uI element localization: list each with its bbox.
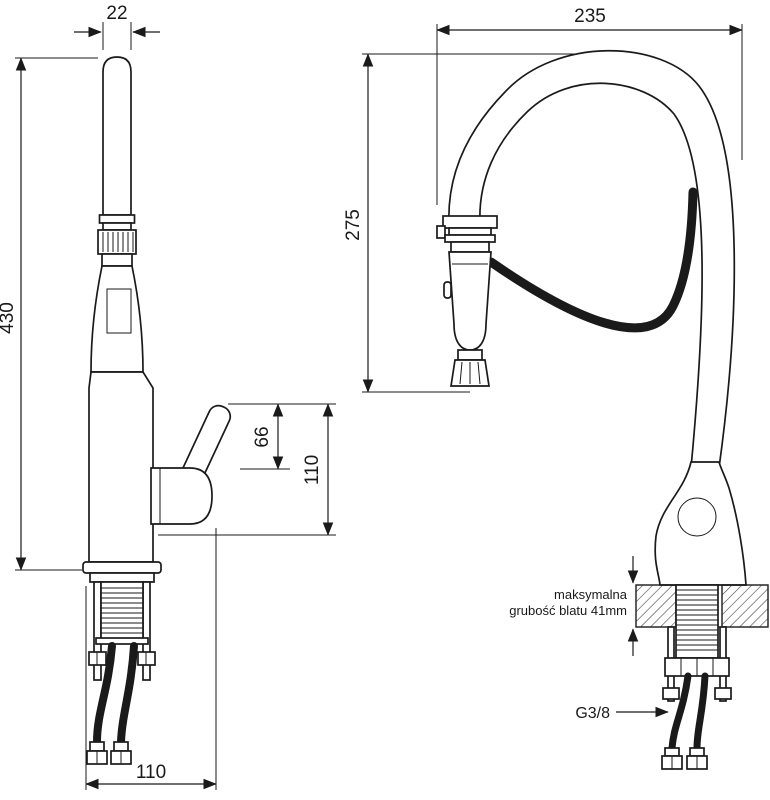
base-flange bbox=[82, 561, 162, 574]
body-window bbox=[106, 288, 132, 334]
upper-body bbox=[90, 265, 144, 373]
nozzle-neck bbox=[457, 349, 483, 361]
shank-threads-right bbox=[676, 589, 718, 651]
dim-label-110-handle: 110 bbox=[302, 455, 323, 485]
mounting-hardware-right bbox=[662, 626, 732, 702]
handle-joint bbox=[150, 467, 213, 525]
aerator-lines bbox=[459, 361, 481, 385]
spray-head-collar bbox=[436, 215, 498, 253]
dim-label-275: 275 bbox=[343, 209, 364, 241]
threaded-shank bbox=[100, 581, 144, 641]
pulldown-hose bbox=[486, 187, 698, 333]
supply-hose-right-view-1 bbox=[668, 672, 692, 752]
countertop-note-line1: maksymalna bbox=[554, 587, 628, 602]
washer-plate bbox=[95, 637, 149, 645]
supply-hose-right bbox=[117, 642, 138, 746]
spray-wand bbox=[102, 56, 132, 216]
spray-head bbox=[448, 251, 492, 351]
dim-label-66: 66 bbox=[252, 426, 273, 447]
dim-label-430: 430 bbox=[0, 302, 18, 334]
countertop-thickness-note: maksymalna grubość blatu 41mm bbox=[509, 556, 639, 656]
dimension-110-handle: 110 bbox=[158, 403, 336, 536]
dim-label-22: 22 bbox=[106, 3, 127, 24]
countertop-note-line2: grubość blatu 41mm bbox=[509, 603, 627, 618]
hose-fittings-right bbox=[661, 747, 708, 770]
dimension-110-base: 110 bbox=[85, 528, 217, 790]
faucet-curved-view bbox=[436, 49, 769, 770]
dim-label-235: 235 bbox=[574, 6, 606, 27]
dimension-66: 66 bbox=[228, 403, 336, 470]
neck bbox=[101, 253, 133, 267]
spray-button bbox=[443, 281, 452, 299]
supply-hose-right-view-2 bbox=[693, 672, 709, 752]
dimension-235: 235 bbox=[436, 6, 743, 205]
wand-ring-2 bbox=[102, 222, 132, 231]
wand-ring bbox=[98, 214, 136, 224]
dimension-22: 22 bbox=[74, 3, 160, 50]
dimension-430: 430 bbox=[0, 57, 98, 571]
body-column bbox=[88, 371, 154, 563]
faucet-side-view bbox=[82, 56, 232, 765]
collar-ribs bbox=[102, 232, 134, 252]
threaded-shank-right bbox=[675, 584, 719, 659]
shank-threads bbox=[101, 587, 143, 634]
base-flange-2 bbox=[89, 572, 155, 583]
thread-size-text: G3/8 bbox=[575, 705, 610, 722]
supply-hose-left bbox=[93, 642, 116, 746]
dimension-275: 275 bbox=[343, 53, 575, 393]
ribbed-collar bbox=[97, 229, 137, 255]
thread-size-label: G3/8 bbox=[575, 705, 669, 722]
base-ball-detail bbox=[677, 497, 717, 537]
faucet-base-body bbox=[654, 461, 747, 586]
stud-nuts bbox=[88, 651, 156, 666]
dim-label-110-base: 110 bbox=[136, 762, 166, 783]
hose-fittings bbox=[86, 741, 132, 765]
